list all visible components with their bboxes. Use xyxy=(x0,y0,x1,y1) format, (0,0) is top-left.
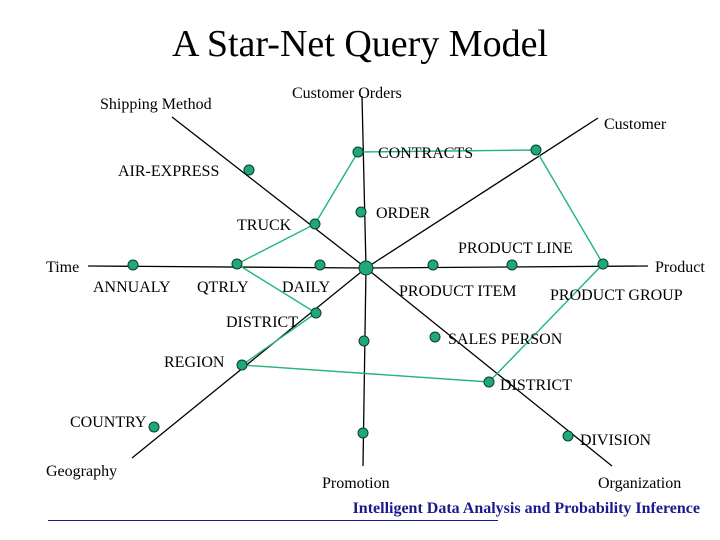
level-order: ORDER xyxy=(376,205,431,222)
node-contracts xyxy=(352,146,364,158)
node-product-line xyxy=(506,259,518,271)
node-region xyxy=(236,359,248,371)
node-center xyxy=(358,260,374,276)
node-district-org xyxy=(483,376,495,388)
level-product-line: PRODUCT LINE xyxy=(458,240,573,257)
dim-shipping-method: Shipping Method xyxy=(100,96,212,113)
level-truck: TRUCK xyxy=(237,217,292,234)
node-air-express xyxy=(243,164,255,176)
axis-customer xyxy=(365,117,599,269)
level-air-express: AIR-EXPRESS xyxy=(118,163,220,180)
level-annualy: ANNUALY xyxy=(93,279,171,296)
dim-geography: Geography xyxy=(46,463,118,480)
node-daily xyxy=(314,259,326,271)
node-product-group xyxy=(597,258,609,270)
node-country xyxy=(148,421,160,433)
level-district-geo: DISTRICT xyxy=(226,314,298,331)
dim-promotion: Promotion xyxy=(322,475,390,492)
axis-shipping-method xyxy=(171,116,367,269)
level-country: COUNTRY xyxy=(70,414,147,431)
node-annualy xyxy=(127,259,139,271)
axis-customer-orders xyxy=(361,95,367,269)
dim-organization: Organization xyxy=(598,475,682,492)
level-product-group: PRODUCT GROUP xyxy=(550,287,683,304)
level-region: REGION xyxy=(164,354,225,371)
level-product-item: PRODUCT ITEM xyxy=(399,283,517,300)
level-daily: DAILY xyxy=(282,279,331,296)
node-division xyxy=(562,430,574,442)
dim-customer-orders: Customer Orders xyxy=(292,85,402,102)
node-product-item xyxy=(427,259,439,271)
node-district-geo xyxy=(310,307,322,319)
level-district-org: DISTRICT xyxy=(500,377,572,394)
level-division: DIVISION xyxy=(580,432,652,449)
node-truck xyxy=(309,218,321,230)
node-qtrly xyxy=(231,258,243,270)
axis-geography xyxy=(131,267,367,459)
footer-rule xyxy=(48,520,498,521)
level-contracts: CONTRACTS xyxy=(378,145,474,162)
dim-customer: Customer xyxy=(604,116,667,133)
dim-product: Product xyxy=(655,259,705,276)
level-qtrly: QTRLY xyxy=(197,279,249,296)
node-sales-person xyxy=(429,331,441,343)
node-promotion-2 xyxy=(357,427,369,439)
node-promotion-1 xyxy=(358,335,370,347)
node-customer xyxy=(530,144,542,156)
level-sales-person: SALES PERSON xyxy=(448,331,563,348)
node-order xyxy=(355,206,367,218)
dim-time: Time xyxy=(46,259,80,276)
footer-text: Intelligent Data Analysis and Probabilit… xyxy=(352,500,700,517)
nodes xyxy=(127,144,609,442)
slide-title: A Star-Net Query Model xyxy=(172,23,548,65)
